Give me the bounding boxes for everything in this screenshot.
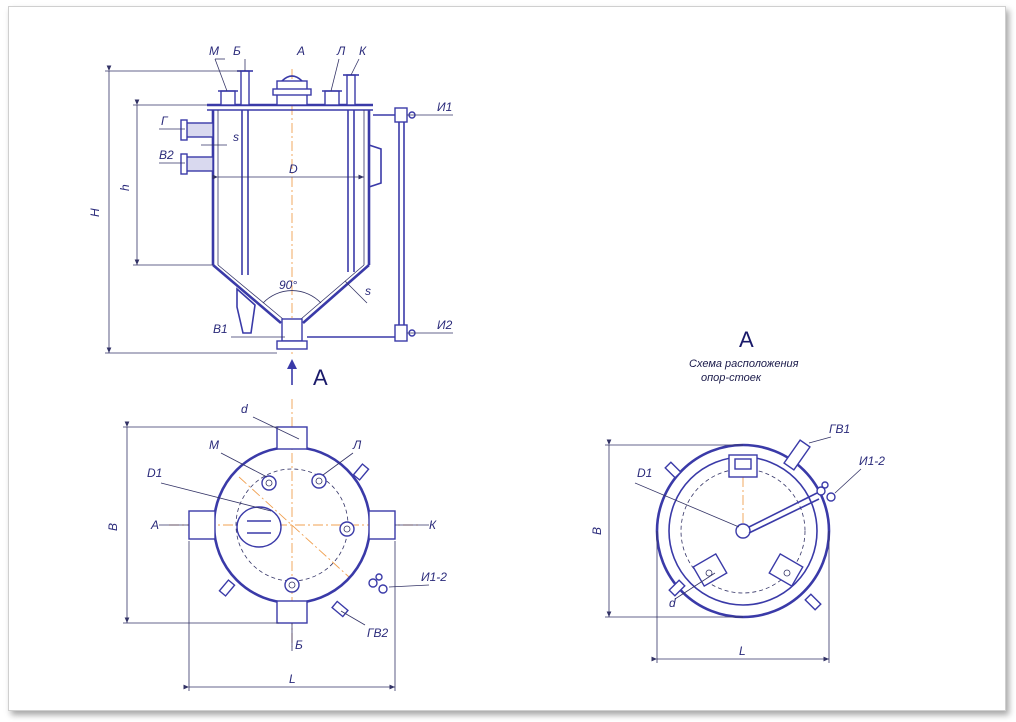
view-a-dim-L: L: [739, 644, 746, 658]
label-M: М: [209, 44, 219, 58]
dim-H: H: [88, 208, 102, 217]
view-a-title: А: [739, 327, 754, 352]
plan-label-B: Б: [295, 638, 303, 652]
view-a-dim-B: B: [590, 527, 604, 535]
label-L: Л: [336, 44, 346, 58]
view-a-caption-1: Схема расположения: [689, 358, 799, 370]
view-a-label-d: d: [669, 596, 676, 610]
dim-s-shell: s: [233, 130, 239, 144]
dim-angle: 90°: [279, 278, 297, 292]
label-K: К: [359, 44, 367, 58]
plan-label-L: Л: [352, 438, 362, 452]
plan-label-M: М: [209, 438, 219, 452]
plan-dim-L: L: [289, 672, 296, 686]
view-a-label-GV1: ГВ1: [829, 422, 850, 436]
label-B: Б: [233, 44, 241, 58]
label-I2: И2: [437, 318, 453, 332]
plan-dim-B: B: [106, 523, 120, 531]
label-V1: В1: [213, 322, 228, 336]
dim-D: D: [289, 162, 298, 176]
drawing-sheet: М Б А Л К Г В2 В1 И1 И2 H h s D 90° s А: [8, 6, 1006, 711]
technical-drawing: М Б А Л К Г В2 В1 И1 И2 H h s D 90° s А: [88, 44, 885, 691]
view-arrow-label: А: [313, 365, 328, 390]
view-a-caption-2: опор-стоек: [701, 372, 762, 384]
plan-label-K: К: [429, 518, 437, 532]
plan-view: d М Л D1 А К Б И1-2 ГВ2 B L: [106, 399, 447, 691]
view-a-label-D1: D1: [637, 466, 652, 480]
plan-label-D1: D1: [147, 466, 162, 480]
front-view: М Б А Л К Г В2 В1 И1 И2 H h s D 90° s А: [88, 44, 453, 390]
plan-label-d: d: [241, 402, 248, 416]
view-a: А Схема расположения опор-стоек: [590, 327, 885, 663]
label-G: Г: [161, 114, 169, 128]
label-I1: И1: [437, 100, 452, 114]
dim-h: h: [118, 184, 132, 191]
plan-label-A: А: [150, 518, 159, 532]
plan-label-GV2: ГВ2: [367, 626, 389, 640]
plan-label-I12: И1-2: [421, 570, 447, 584]
view-a-label-I12: И1-2: [859, 454, 885, 468]
label-A: А: [296, 44, 305, 58]
dim-s-cone: s: [365, 284, 371, 298]
label-V2: В2: [159, 148, 174, 162]
